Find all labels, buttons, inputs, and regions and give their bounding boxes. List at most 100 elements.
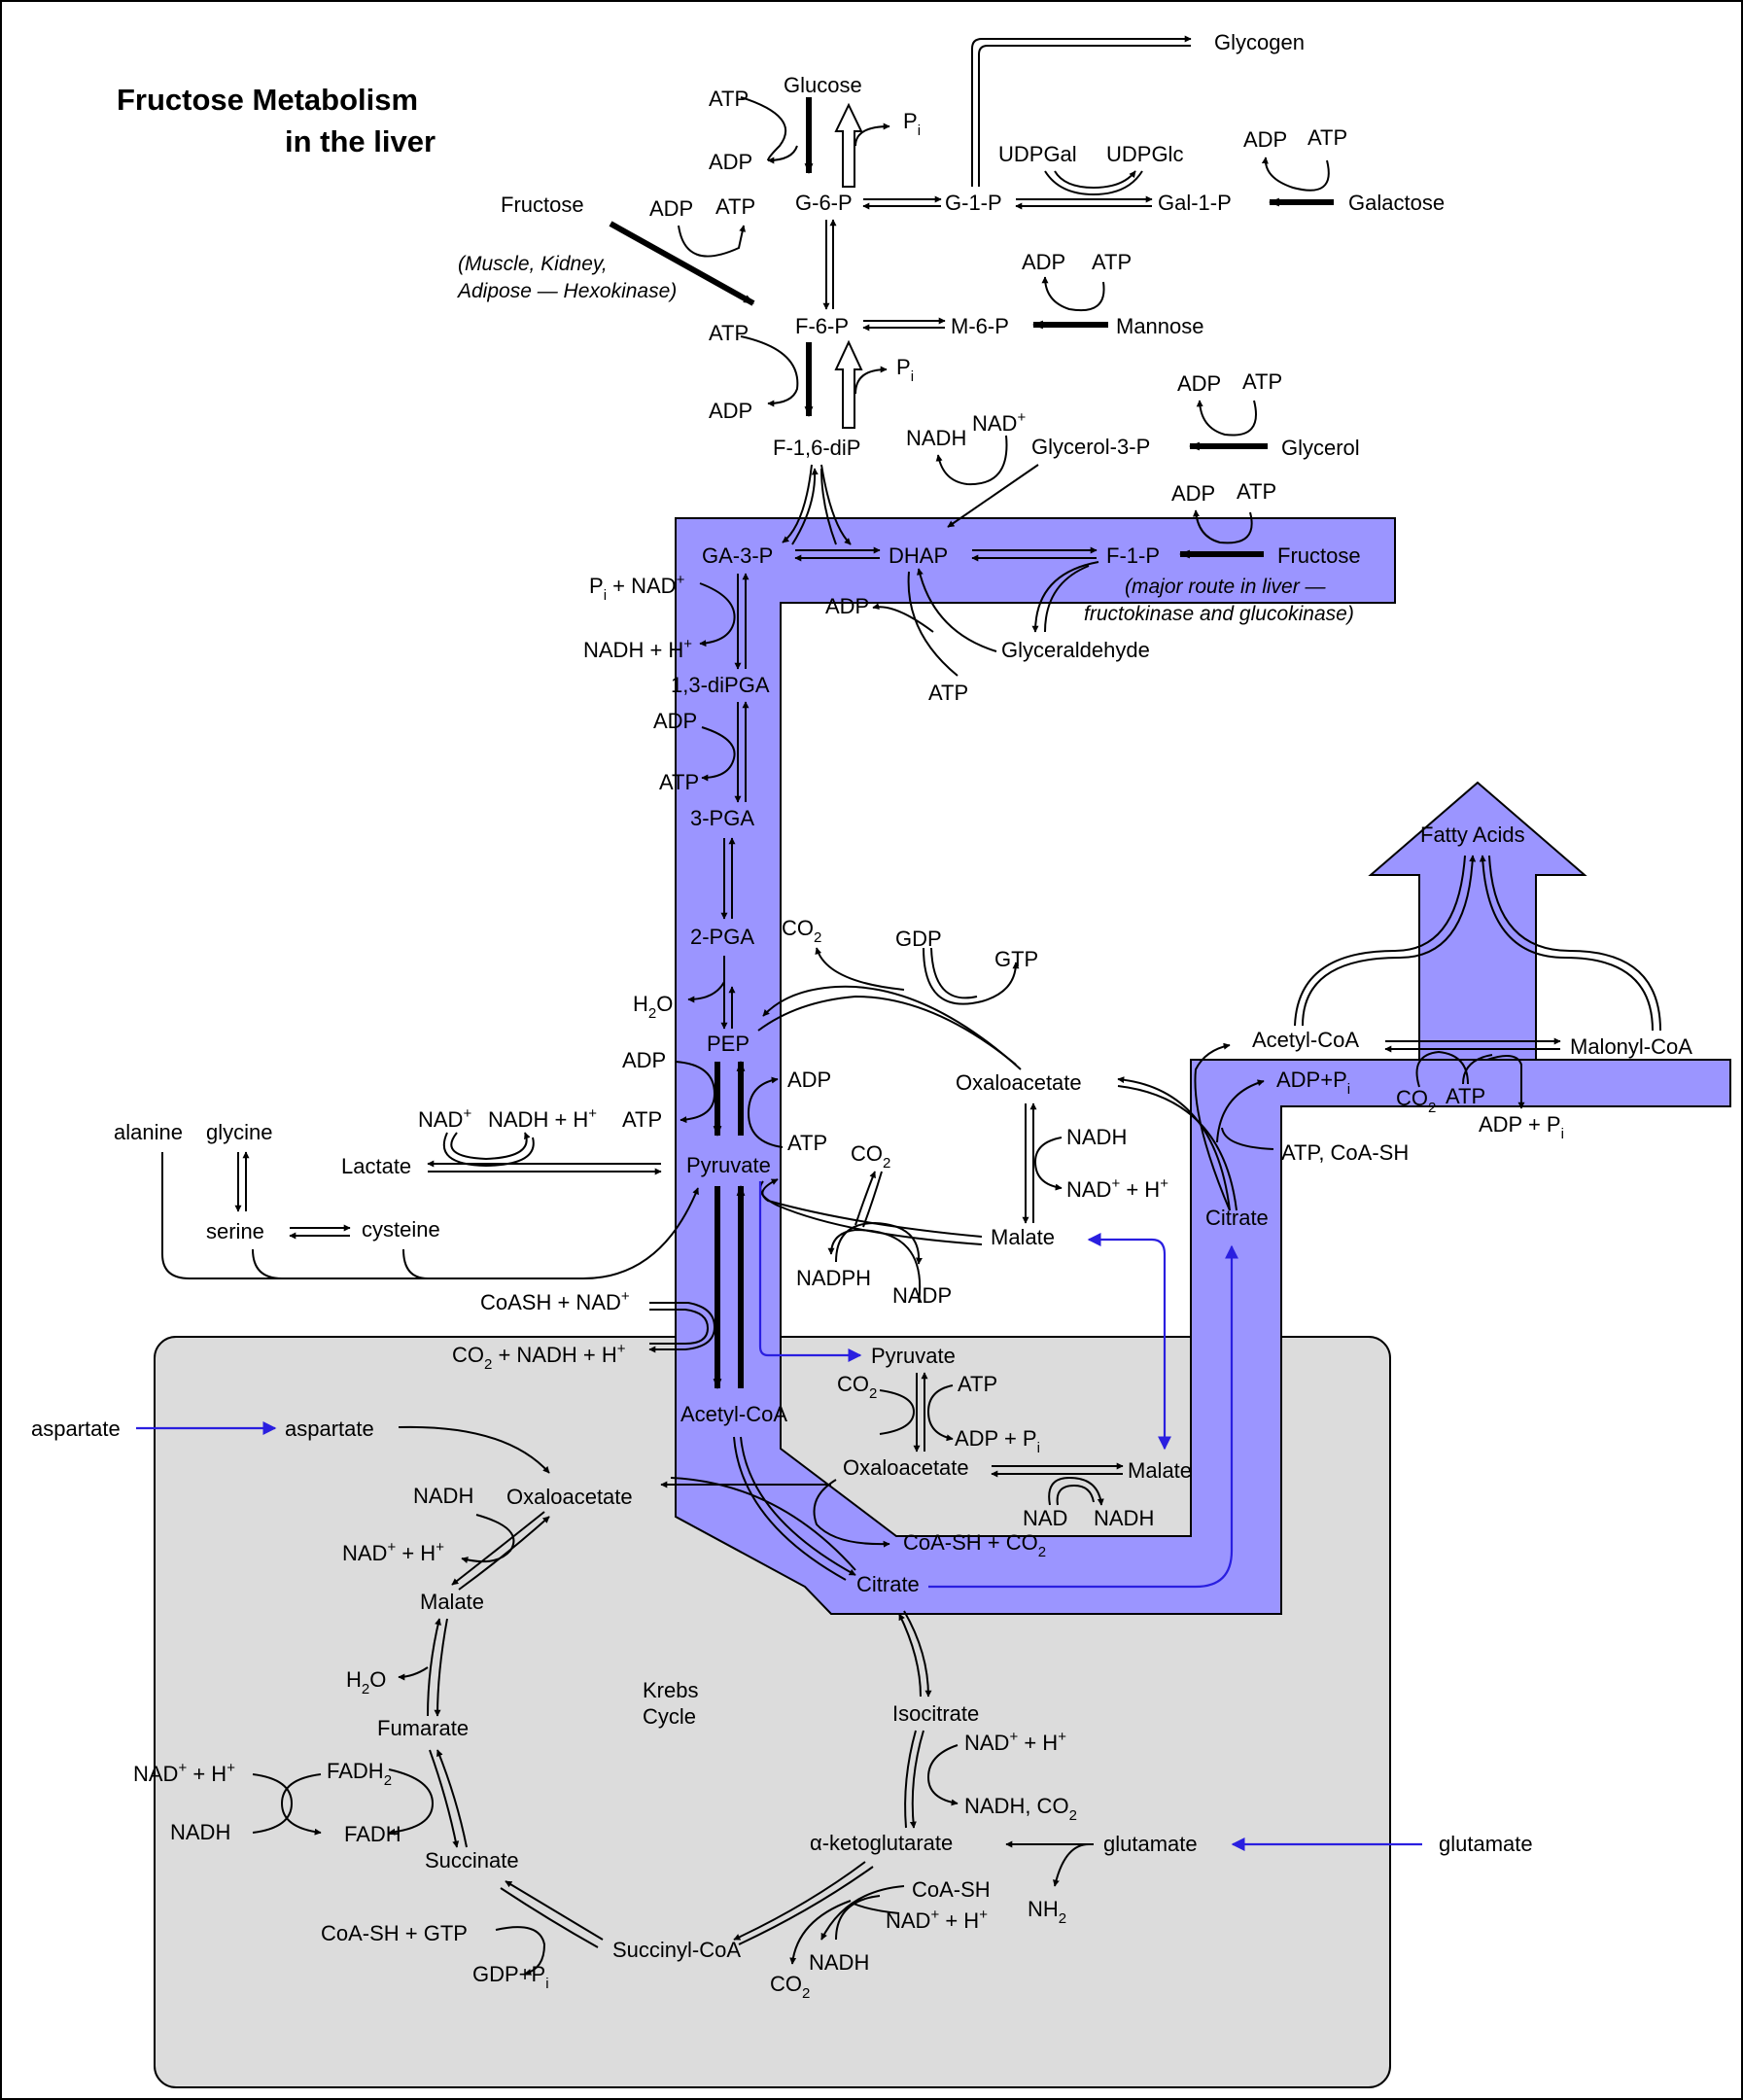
adp-pi-acc-text: ADP + P (1479, 1112, 1561, 1137)
pi-fbp-sub: i (911, 368, 914, 385)
h2o-k-h: H (346, 1667, 362, 1692)
nad-k2-h: + H (187, 1762, 227, 1786)
co2-nadh-rest: + NADH + H (492, 1343, 616, 1367)
glucose-label: Glucose (784, 73, 862, 97)
pga2-label: 2-PGA (690, 925, 754, 949)
g6pase-hollow-arrow (834, 102, 863, 188)
glycerol-atp-curve (1196, 400, 1257, 437)
acl-adp-pi (1216, 1079, 1265, 1143)
lactate-label: Lactate (341, 1154, 411, 1178)
nadh-co2-sub: 2 (1069, 1807, 1077, 1824)
atp-pgk: ATP (659, 770, 699, 794)
adp-gal: ADP (1243, 127, 1287, 152)
isocitrate-label: Isocitrate (892, 1701, 979, 1726)
nadh-akg: NADH (809, 1950, 869, 1975)
nad-ldh-plus: + (463, 1105, 471, 1122)
acetylcoa-mito-label: Acetyl-CoA (680, 1402, 787, 1426)
nad-k1-hplus: + (436, 1539, 444, 1556)
co2-pcm-co: CO (837, 1372, 869, 1396)
coash-gtp: CoA-SH + GTP (321, 1921, 468, 1945)
oaa-malate-k (451, 1511, 545, 1586)
nad-mm: NAD (1023, 1506, 1067, 1530)
mannose-label: Mannose (1116, 314, 1204, 338)
reaction-arrows (161, 35, 1661, 1976)
pepck-gtp-2 (930, 947, 978, 999)
nadh-mdh: NADH (1066, 1125, 1127, 1149)
adp-pi-pcm: ADP + Pi (955, 1426, 1040, 1456)
aspartate-in-label: aspartate (285, 1417, 374, 1441)
atp-coash: ATP, CoA-SH (1281, 1140, 1409, 1165)
coash-nad-plus: + (621, 1288, 630, 1305)
coash-nad: CoASH + NAD+ (480, 1288, 630, 1314)
udp-curve-2 (1054, 170, 1136, 190)
co2-acc-co: CO (1396, 1086, 1428, 1110)
nadh-mm: NADH (1094, 1506, 1154, 1530)
fructose-hexokinase-arrow (609, 221, 755, 306)
succinate-label: Succinate (425, 1848, 519, 1872)
glycogen-arrow-2 (978, 45, 1191, 187)
isocitrate-akg (909, 1730, 924, 1829)
malonylcoa-label: Malonyl-CoA (1570, 1034, 1692, 1059)
pyruvate-cyto-label: Pyruvate (686, 1153, 771, 1177)
sdh-cofactor (388, 1768, 435, 1836)
pi-nad-rest: + NAD (607, 574, 677, 598)
citrate-mito-label: Citrate (856, 1572, 920, 1596)
fbpase-pi-curve (854, 366, 888, 395)
succinylcoa-succinate-2 (500, 1887, 599, 1948)
co2-pepck-sub: 2 (814, 929, 821, 946)
gdp-pi-sub: i (545, 1976, 548, 1992)
nadh-h-gapdh-plus: + (683, 636, 692, 652)
oaa-citrate (813, 1479, 890, 1548)
fadh2-text: FADH (327, 1759, 384, 1783)
nad-ldh-text: NAD (418, 1107, 463, 1132)
nad-idh-plus: + (1009, 1729, 1018, 1745)
nad-mdh-plus: + (1111, 1175, 1120, 1192)
pdh-cofactor-2 (649, 1309, 710, 1345)
adp-pk: ADP (622, 1048, 666, 1072)
nad-mdh-text: NAD (1066, 1177, 1111, 1202)
alanine-label: alanine (114, 1120, 183, 1144)
pdh-cofactor (648, 1302, 716, 1353)
co2-pcm: CO2 (837, 1372, 877, 1402)
me-co2 (854, 1171, 876, 1226)
nad-akg-h: + H (939, 1908, 979, 1933)
pcm-cofactor (926, 1384, 954, 1442)
pgk-cofactor (701, 726, 736, 782)
nadp-label: NADP (892, 1283, 952, 1308)
succinate-fumarate (436, 1749, 468, 1848)
cysteine-to-pyruvate (402, 1248, 429, 1279)
atp-glyc: ATP (1242, 369, 1282, 394)
oaa-pep-arrow (762, 985, 1022, 1070)
pi-nad-plus: + (677, 572, 685, 588)
acc-atp (1462, 1054, 1493, 1085)
nad-k2-text: NAD (133, 1762, 178, 1786)
fadh2-label: FADH2 (327, 1759, 392, 1789)
udpglc-label: UDPGlc (1106, 142, 1183, 166)
oaa-krebs-label: Oxaloacetate (506, 1485, 633, 1509)
citrate-transport-arrow (928, 1244, 1238, 1589)
fructose-atp-curve (678, 225, 747, 258)
h2o-eno-sub: 2 (648, 1005, 656, 1022)
pk-cofactor (675, 1061, 716, 1124)
mm-cofactor-2 (1056, 1484, 1095, 1506)
nadph-label: NADPH (796, 1266, 871, 1290)
idh-cofactor (926, 1744, 959, 1806)
citrate-acetylcoa-arrow (1194, 1042, 1231, 1211)
adp-hex: ADP (709, 150, 752, 174)
nad-mdh: NAD+ + H+ (1066, 1175, 1168, 1202)
nadh-h-gapdh-text: NADH + H (583, 638, 683, 662)
co2-nadh-sub: 2 (484, 1356, 492, 1373)
fumarate-malate (427, 1618, 441, 1717)
atp-man: ATP (1092, 250, 1132, 274)
aspartate-oaa (398, 1425, 550, 1474)
malate-mito-label: Malate (1128, 1458, 1192, 1483)
pi-nad-sub: i (604, 587, 607, 604)
aldolase-d (820, 468, 837, 545)
fructose-top-label: Fructose (501, 192, 584, 217)
h2o-eno-h: H (633, 992, 648, 1016)
serine-to-pyruvate (252, 1248, 283, 1279)
glyceraldehyde-label: Glyceraldehyde (1001, 638, 1150, 662)
galactose-atp-curve (1261, 157, 1330, 192)
fatty-acids-label: Fatty Acids (1420, 822, 1525, 847)
